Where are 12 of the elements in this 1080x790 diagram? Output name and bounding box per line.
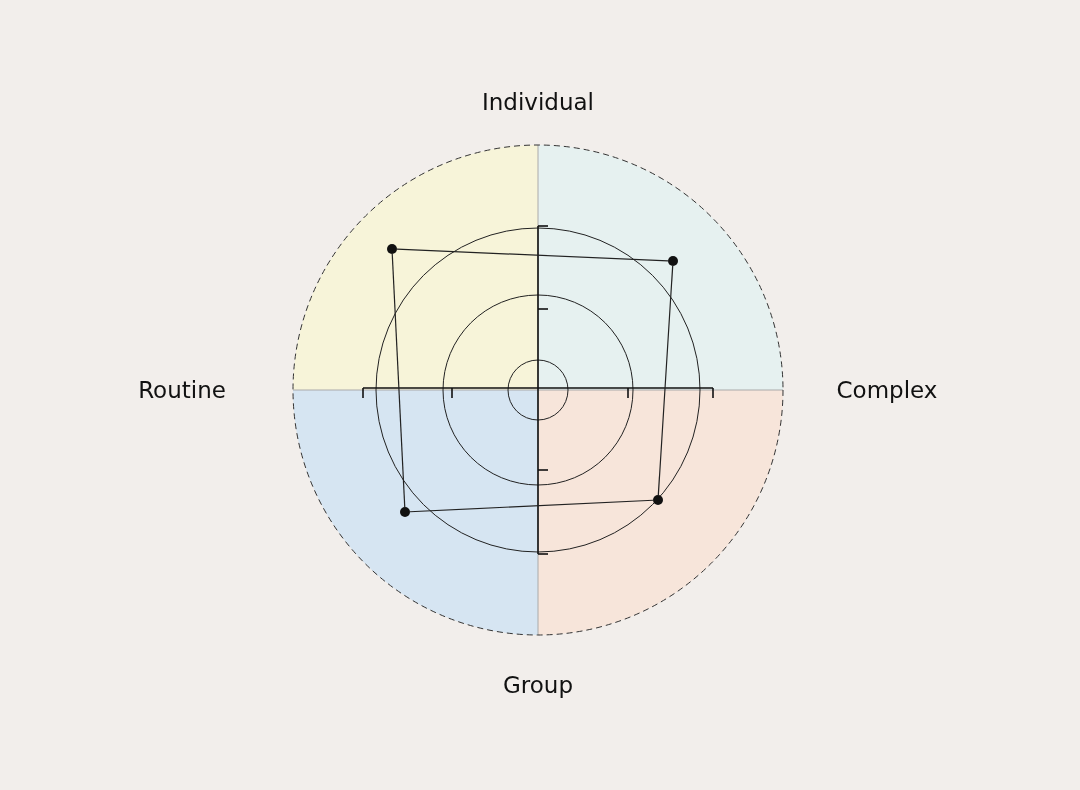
axis-label: Individual (482, 89, 594, 115)
data-point (400, 507, 410, 517)
connector-line (391, 253, 406, 508)
data-point (387, 244, 397, 254)
connector-line (396, 248, 669, 262)
axis-label: Routine (138, 377, 226, 403)
data-point (653, 495, 663, 505)
axis-label: Group (503, 672, 573, 698)
connector-line (657, 265, 674, 496)
connector-line (409, 499, 654, 513)
axis-label: Complex (836, 377, 938, 403)
data-point (668, 256, 678, 266)
